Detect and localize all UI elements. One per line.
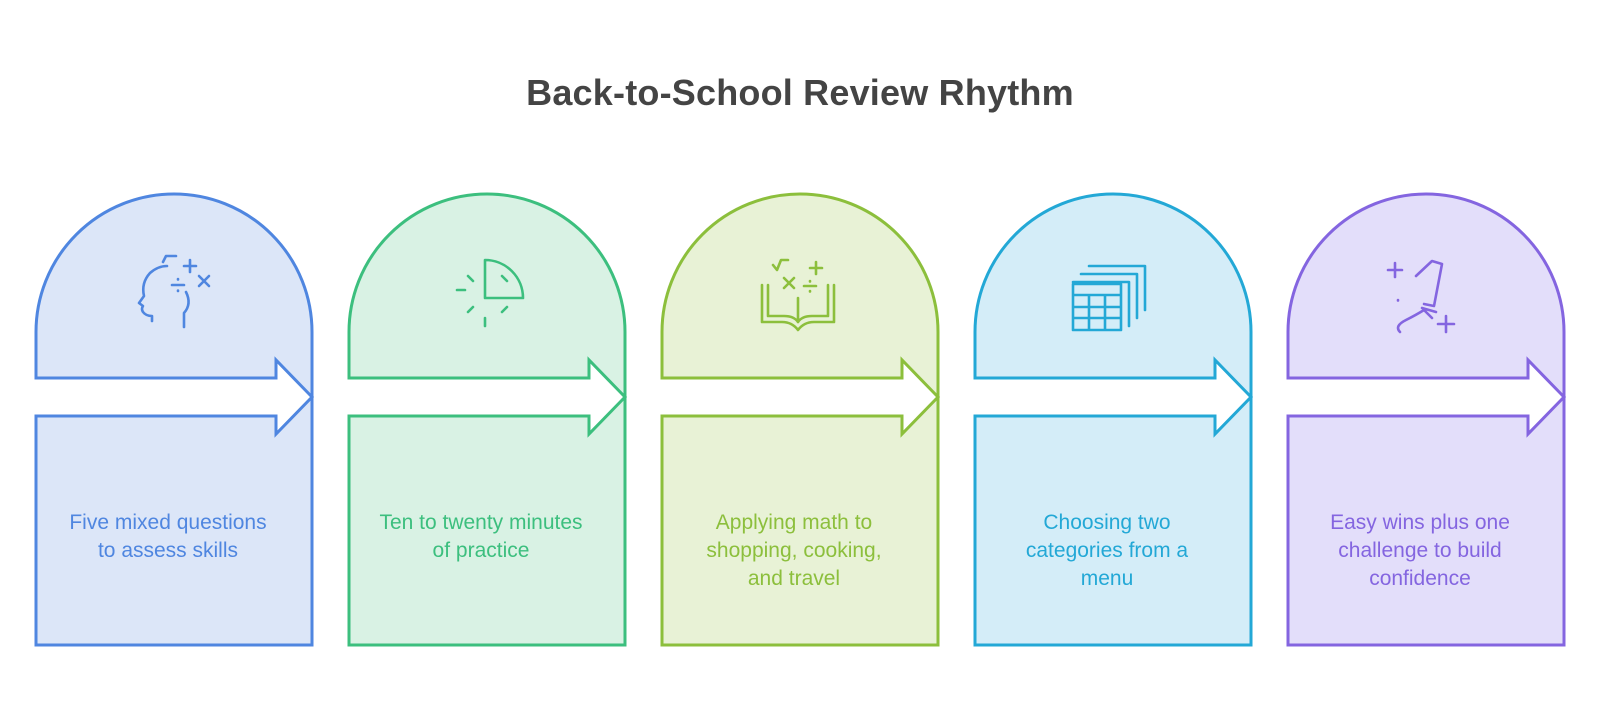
number-one-icon [1386, 259, 1456, 334]
step-label-line: Applying math to [716, 511, 872, 534]
step-panel [34, 192, 315, 647]
step-panel [973, 192, 1254, 647]
step-panel [660, 192, 941, 647]
timer-icon-shape [455, 258, 525, 328]
timer-icon [455, 258, 525, 328]
head-math-icon-shape [137, 254, 211, 329]
process-step: Applying math to shopping, cooking, and tr… [660, 192, 941, 647]
number-one-icon-shape [1386, 259, 1456, 334]
step-label-line: categories from a [1026, 539, 1189, 562]
step-label-line: menu [1081, 567, 1134, 590]
math-book-icon [760, 258, 836, 332]
math-book-icon-shape [760, 258, 836, 332]
step-panel [1286, 192, 1567, 647]
steps-layer: Five mixed questions to assess skills Ten … [34, 192, 1567, 647]
head-math-icon [137, 254, 211, 329]
step-label-line: confidence [1369, 567, 1471, 590]
process-step: Choosing two categories from a menu [973, 192, 1254, 647]
step-label-line: and travel [748, 567, 840, 590]
process-step: Easy wins plus one challenge to build conf… [1286, 192, 1567, 647]
step-label-line: of practice [433, 539, 530, 562]
step-label-line: Choosing two [1043, 511, 1170, 534]
step-label-line: Ten to twenty minutes [379, 511, 582, 534]
page-title: Back-to-School Review Rhythm [526, 72, 1074, 113]
step-label-line: challenge to build [1338, 539, 1501, 562]
process-step: Five mixed questions to assess skills [34, 192, 315, 647]
step-label-line: to assess skills [98, 539, 238, 562]
process-step: Ten to twenty minutes of practice [347, 192, 628, 647]
step-panel [347, 192, 628, 647]
menu-tables-icon-shape [1071, 264, 1147, 332]
step-label-line: shopping, cooking, [706, 539, 881, 562]
menu-tables-icon [1071, 264, 1147, 332]
step-label-line: Five mixed questions [69, 511, 266, 534]
step-label-line: Easy wins plus one [1330, 511, 1510, 534]
